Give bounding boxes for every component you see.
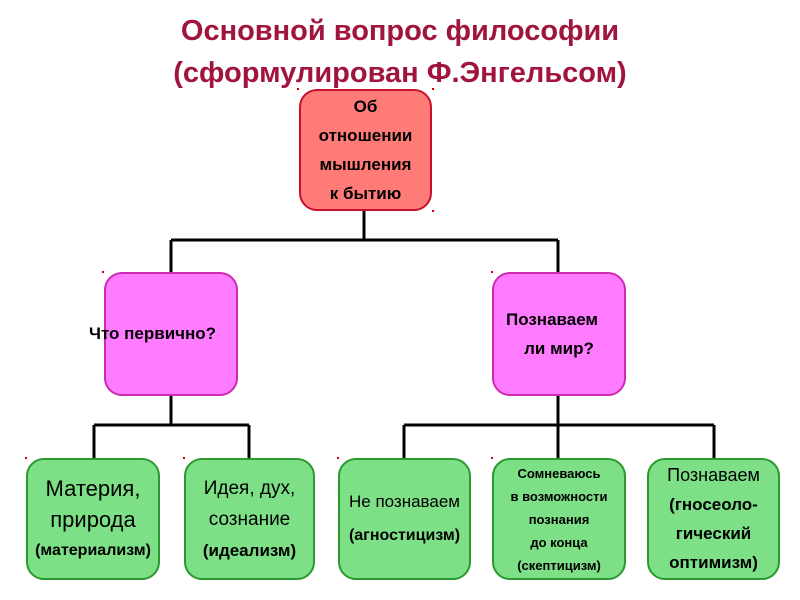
diagram-title: Основной вопрос философии (сформулирован…: [0, 10, 800, 94]
selection-dot: [491, 271, 493, 273]
answer-optimism-line: гический: [675, 524, 752, 543]
selection-dot: [337, 457, 339, 459]
answer-matter-node: Материя, природа (материализм): [26, 458, 160, 580]
answer-optimism-node: Познаваем (гносеоло- гический оптимизм): [647, 458, 780, 580]
answer-agnostic-line: (агностицизм): [348, 527, 461, 544]
title-line-1: Основной вопрос философии: [180, 15, 620, 47]
selection-dot: [102, 271, 104, 273]
root-line: Об: [353, 97, 378, 116]
question-knowable-node: Познаваем ли мир?: [492, 272, 626, 396]
answer-skeptic-node: Сомневаюсь в возможности познания до кон…: [492, 458, 626, 580]
answer-matter-line: природа: [50, 506, 136, 532]
root-line: к бытию: [329, 184, 402, 203]
answer-matter-line: Материя,: [45, 475, 141, 501]
root-node: Об отношении мышления к бытию: [299, 89, 432, 211]
selection-dot: [183, 457, 185, 459]
answer-agnostic-node: Не познаваем (агностицизм): [338, 458, 471, 580]
answer-skeptic-line: познания: [528, 511, 590, 527]
question-primary-node: Что первично?: [89, 272, 238, 396]
answer-skeptic-line: Сомневаюсь: [517, 465, 601, 481]
selection-dot: [432, 210, 434, 212]
answer-matter-line: (материализм): [35, 541, 151, 559]
root-line: мышления: [319, 155, 412, 174]
answer-skeptic-line: (скептицизм): [517, 557, 601, 573]
title-line-2: (сформулирован Ф.Энгельсом): [173, 57, 627, 89]
question-knowable-line: Познаваем: [505, 310, 599, 329]
answer-optimism-line: Познаваем: [667, 465, 760, 485]
answer-idea-node: Идея, дух, сознание (идеализм): [184, 458, 315, 580]
answer-optimism-line: оптимизм): [669, 553, 758, 572]
answer-idea-line: Идея, дух,: [203, 477, 296, 499]
answer-idea-line: (идеализм): [202, 540, 297, 560]
answer-skeptic-line: до конца: [530, 534, 588, 550]
answer-optimism-line: (гносеоло-: [669, 495, 758, 514]
question-knowable-line: ли мир?: [524, 339, 594, 358]
question-primary-label: Что первично?: [89, 324, 217, 343]
selection-dot: [491, 457, 493, 459]
answer-skeptic-line: в возможности: [510, 488, 608, 504]
answer-agnostic-line: Не познаваем: [349, 492, 460, 511]
selection-dot: [297, 88, 299, 90]
root-line: отношении: [318, 126, 413, 145]
answer-idea-line: сознание: [208, 508, 291, 530]
selection-dot: [25, 457, 27, 459]
selection-dot: [432, 88, 434, 90]
